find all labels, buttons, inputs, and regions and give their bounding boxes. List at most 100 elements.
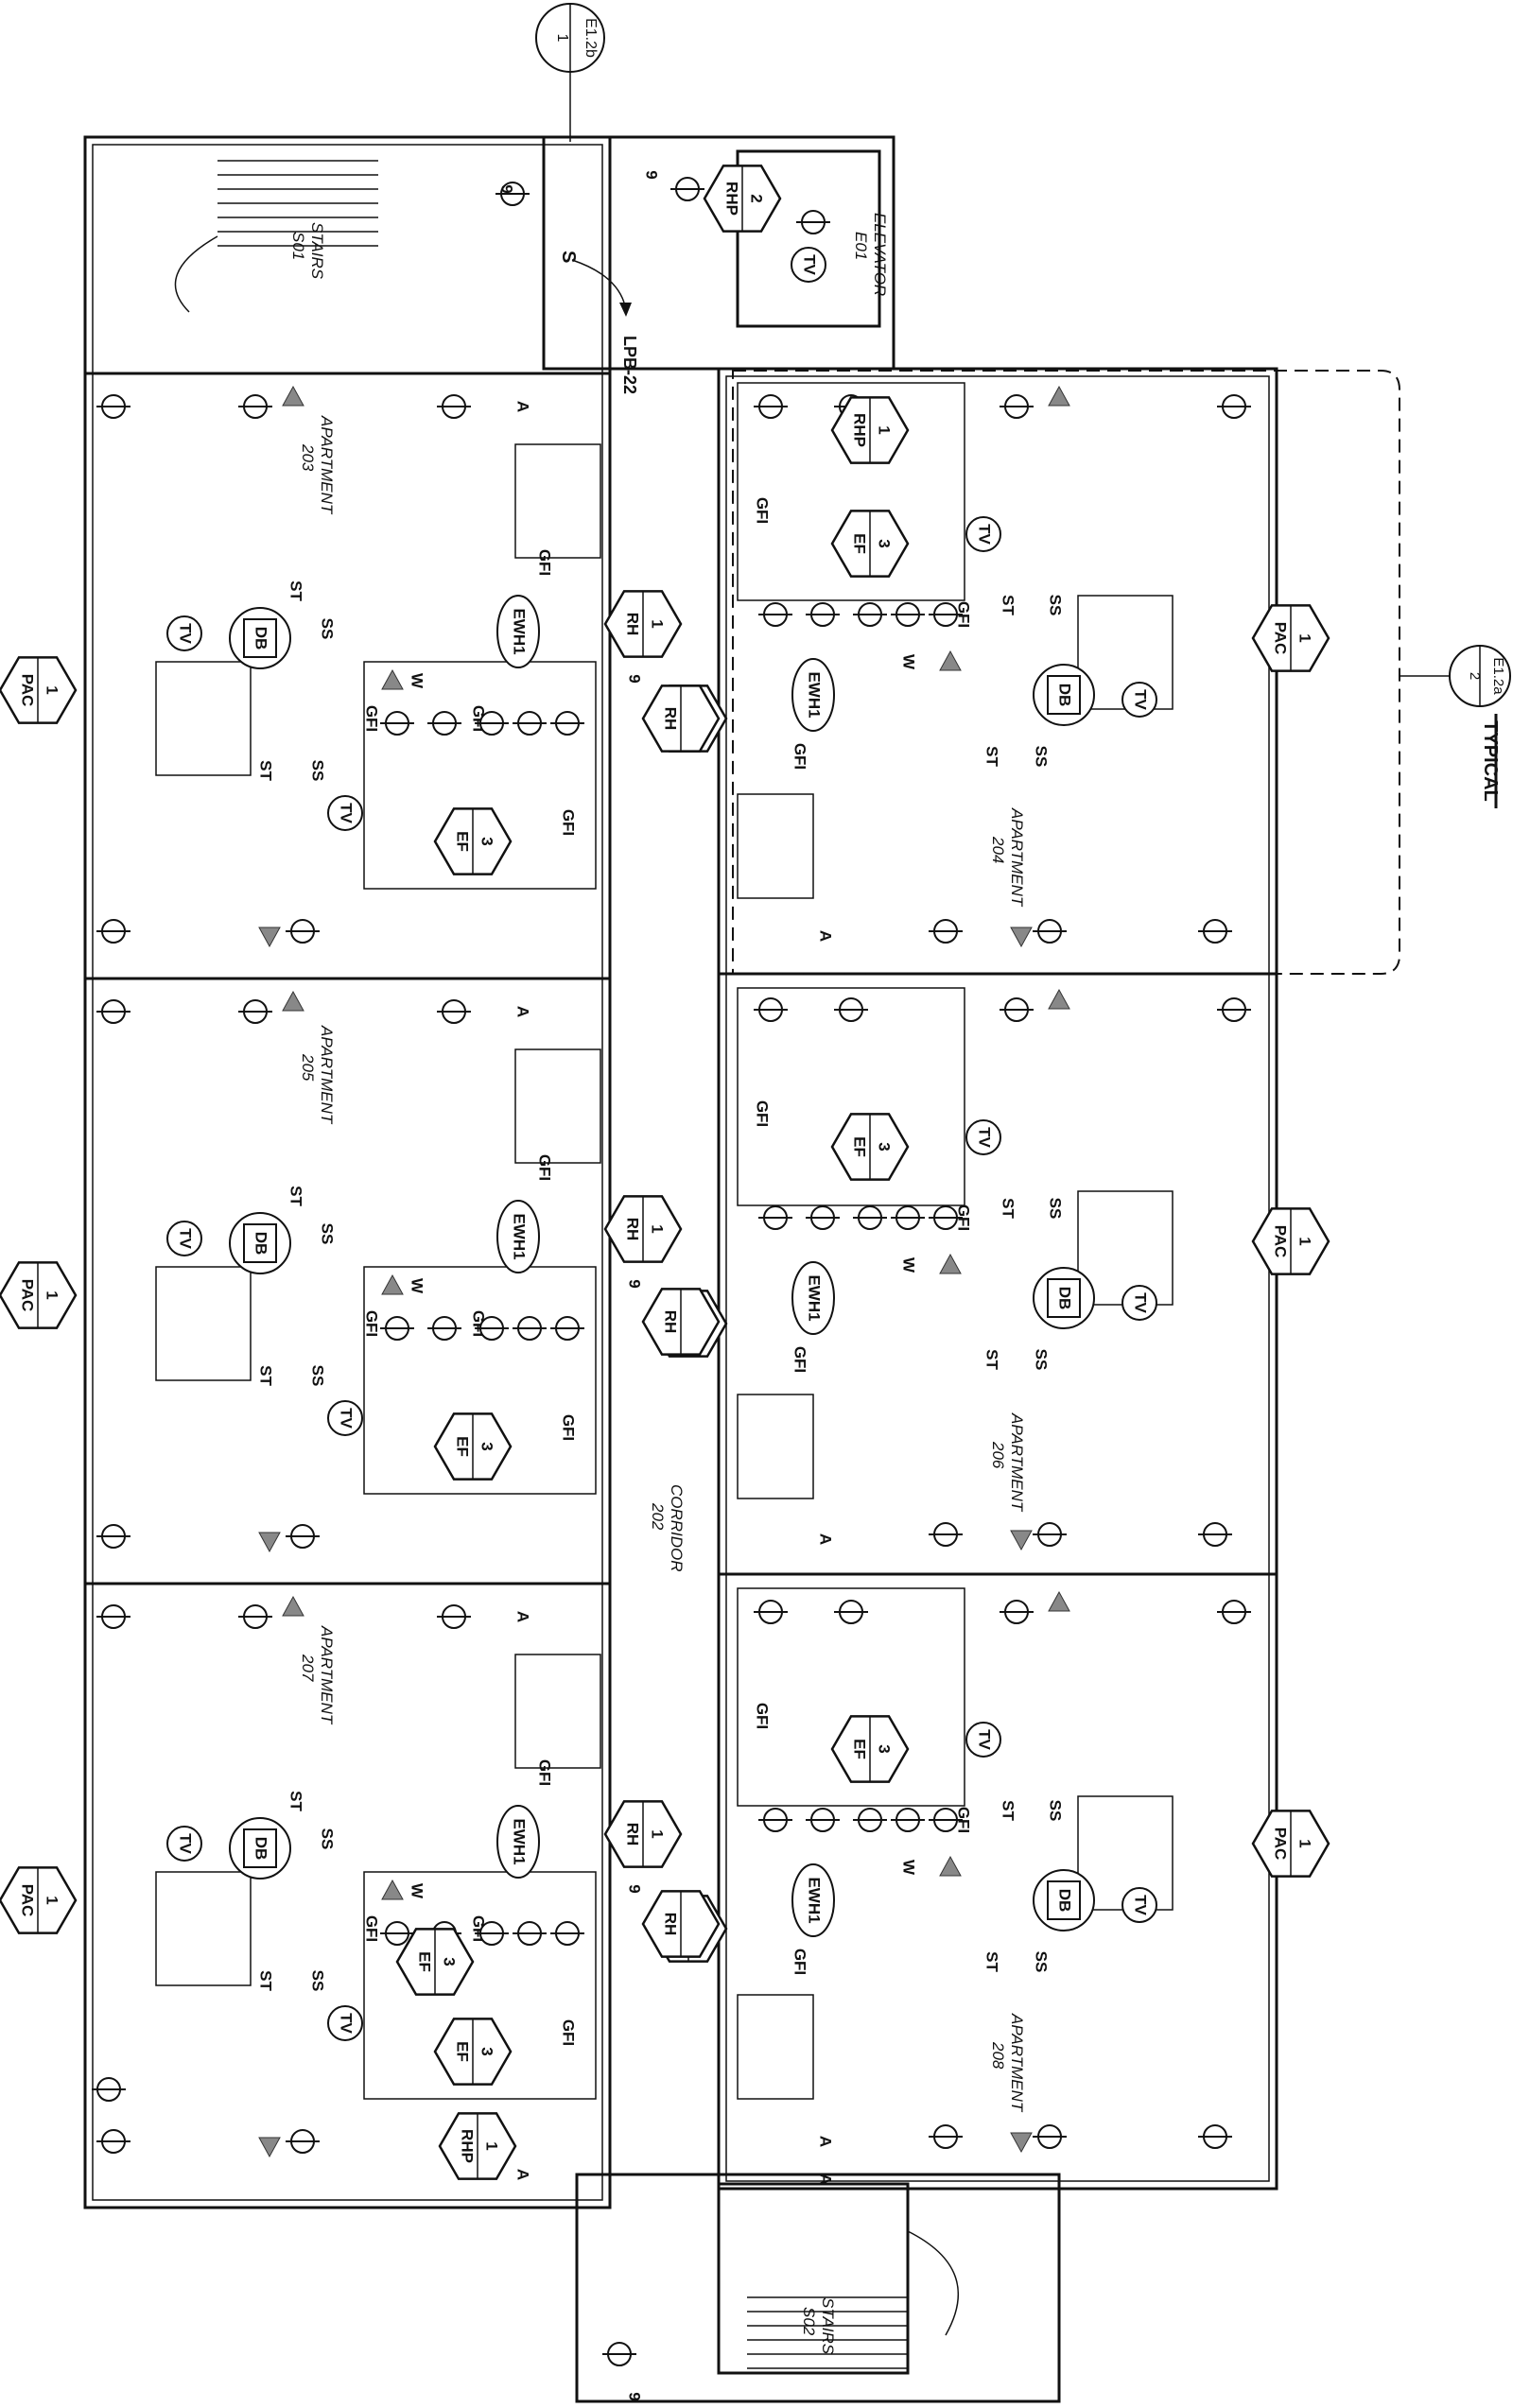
st-label-205-a: ST	[287, 1186, 305, 1206]
receptacle-icon	[1198, 1522, 1232, 1547]
receptacle-icon	[475, 1316, 509, 1341]
data-outlet-icon	[258, 2137, 281, 2158]
data-outlet-icon	[282, 1595, 304, 1617]
receptacle-icon	[550, 1921, 584, 1946]
ss-label-204-b: SS	[1033, 746, 1051, 768]
room-number-corridor: 202	[649, 1502, 667, 1531]
rh-tag-204-label: RH	[662, 707, 680, 731]
receptacle-icon	[380, 1316, 414, 1341]
rh-tag-205-a-label: RH	[624, 1218, 642, 1241]
pac-tag-205-label: PAC	[19, 1279, 37, 1312]
receptacle-icon	[96, 999, 130, 1024]
data-outlet-icon	[1010, 2132, 1033, 2154]
doorbell-205: DB	[229, 1212, 291, 1274]
receptacle-icon	[475, 1921, 509, 1946]
receptacle-icon	[513, 1921, 547, 1946]
receptacle-icon	[1000, 1600, 1034, 1624]
st-label-207-b: ST	[257, 1970, 275, 1991]
rhp-tag-207-number: 1	[483, 2141, 501, 2150]
room-label-stairs-s01: STAIRS	[308, 222, 326, 280]
panel-homerun: LPB-22 S	[558, 251, 639, 394]
st-label-208-b: ST	[983, 1951, 1001, 1972]
ewh-tag-203: EWH1	[496, 595, 540, 668]
gfi-label-205-b: GFI	[363, 1310, 381, 1337]
ss-label-207-b: SS	[309, 1970, 327, 1992]
rh-tag-206: RH	[641, 1288, 721, 1356]
circuit-9-core-b: 9	[643, 170, 661, 179]
receptacle-icon	[92, 2077, 126, 2102]
tv-outlet-elevator: TV	[791, 247, 826, 283]
rh-tag-205-a-number: 1	[649, 1224, 667, 1233]
receptacle-icon	[929, 1522, 963, 1547]
tv-outlet-207-a: TV	[166, 1826, 202, 1862]
door-tag-stair-bottom: A	[817, 2174, 835, 2185]
ef-tag-207-label: EF	[454, 2041, 472, 2062]
w-label-206: W	[900, 1257, 918, 1273]
receptacle-icon	[96, 919, 130, 944]
receptacle-icon	[1000, 997, 1034, 1022]
ewh-tag-203-label: EWH1	[511, 608, 529, 654]
rh-tag-203-a-label: RH	[624, 613, 642, 636]
receptacle-icon	[427, 1316, 461, 1341]
st-label-205-b: ST	[257, 1365, 275, 1386]
room-number-s01: S01	[289, 232, 307, 260]
data-outlet-icon	[258, 1532, 281, 1553]
receptacle-icon	[758, 602, 792, 627]
rh-tag-208: RH	[641, 1890, 721, 1958]
doorbell-206-label: DB	[1056, 1287, 1074, 1310]
receptacle-icon	[1033, 2124, 1067, 2149]
ef-tag-208: EF 3	[830, 1715, 910, 1783]
receptacle-icon	[1033, 919, 1067, 944]
ss-label-203-a: SS	[319, 618, 337, 640]
receptacle-icon	[834, 997, 868, 1022]
ef-tag-204-label: EF	[851, 533, 869, 554]
ef-tag-206-number: 3	[876, 1142, 894, 1151]
building-walls	[83, 135, 1400, 2403]
doorbell-207: DB	[229, 1817, 291, 1880]
receptacle-icon	[496, 182, 530, 206]
tv-outlet-204-a: TV	[965, 516, 1001, 552]
tv-outlet-208-b-label: TV	[1132, 1895, 1150, 1915]
doorbell-203-label: DB	[252, 627, 270, 650]
gfi-label-204-b: GFI	[791, 743, 809, 770]
data-outlet-icon	[1048, 385, 1070, 407]
gfi-label-206-b: GFI	[791, 1346, 809, 1373]
receptacle-icon	[1217, 394, 1251, 419]
ss-label-206-b: SS	[1033, 1349, 1051, 1371]
tv-outlet-204-b-label: TV	[1132, 689, 1150, 710]
tv-outlet-208-b: TV	[1121, 1887, 1157, 1923]
tv-outlet-203-a: TV	[166, 615, 202, 651]
data-outlet-icon	[381, 668, 404, 690]
ef-tag-207-b-number: 3	[441, 1957, 459, 1966]
ewh-tag-207: EWH1	[496, 1805, 540, 1879]
ss-label-204-a: SS	[1047, 595, 1065, 616]
ss-label-208-a: SS	[1047, 1800, 1065, 1822]
receptacle-icon	[754, 1600, 788, 1624]
rh-tag-207-a-label: RH	[624, 1823, 642, 1846]
receptacle-icon	[891, 1808, 925, 1832]
room-label-corridor: CORRIDOR	[668, 1484, 686, 1572]
receptacle-icon	[754, 997, 788, 1022]
rh-tag-208-label: RH	[662, 1913, 680, 1936]
pac-tag-204-number: 1	[1296, 633, 1314, 642]
receptacle-icon	[380, 711, 414, 736]
rh-tag-203-a-number: 1	[649, 619, 667, 628]
ef-tag-208-number: 3	[876, 1744, 894, 1753]
door-tag-207: A	[514, 1611, 532, 1622]
ss-label-208-b: SS	[1033, 1951, 1051, 1973]
door-tag-203: A	[514, 401, 532, 412]
doorbell-205-label: DB	[252, 1232, 270, 1256]
data-outlet-icon	[1010, 1530, 1033, 1551]
data-outlet-icon	[282, 385, 304, 407]
tv-outlet-204-a-label: TV	[976, 524, 994, 545]
st-label-208-a: ST	[1000, 1800, 1017, 1821]
equipment-symbols: RH1RHPAC1EF3EWH1DBTVTVSSSSSTSTWGFIGFIGFI…	[0, 165, 1330, 2401]
circuit-9-203: 9	[626, 674, 644, 683]
ef-tag-208-label: EF	[851, 1739, 869, 1759]
st-label-204-b: ST	[983, 746, 1001, 767]
